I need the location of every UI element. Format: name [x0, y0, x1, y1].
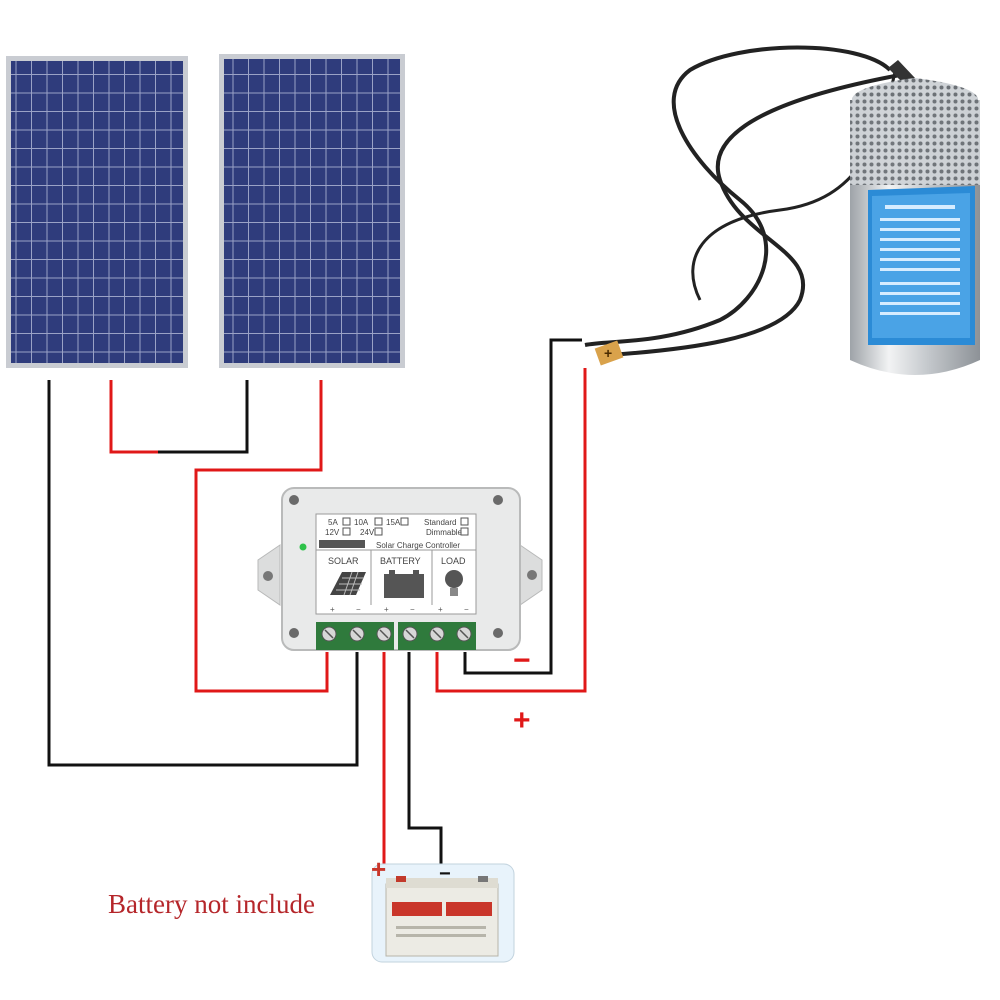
load-minus-mark: −: [513, 644, 531, 677]
solar-panel-icon: [330, 571, 366, 596]
status-led-icon: [299, 543, 307, 551]
terminal-sign-battery-plus: +: [384, 605, 389, 614]
battery-icon: [384, 570, 424, 598]
wire-panels-series-black: [158, 380, 249, 454]
pump-lead-plus-mark: +: [604, 345, 612, 361]
battery-plus-mark: +: [371, 854, 386, 884]
section-load-label: LOAD: [441, 556, 466, 566]
section-battery-label: BATTERY: [380, 556, 421, 566]
wire-solar-negative: [47, 380, 359, 767]
mount-hole-right: [527, 570, 537, 580]
section-solar-label: SOLAR: [328, 556, 359, 566]
wire-load-positive: [435, 368, 587, 693]
battery: + −: [371, 854, 515, 963]
mount-hole-left: [263, 571, 273, 581]
solar-panel-right: [219, 54, 405, 368]
option-10a: 10A: [354, 518, 369, 527]
wire-battery-negative: [407, 652, 443, 880]
battery-minus-mark: −: [439, 863, 451, 885]
screw-icon: [493, 495, 503, 505]
option-dimmable: Dimmable: [426, 528, 463, 537]
terminal-block: [316, 622, 476, 650]
option-15a: 15A: [386, 518, 401, 527]
screw-icon: [289, 495, 299, 505]
screw-icon: [289, 628, 299, 638]
terminal-sign-load-minus: −: [464, 605, 469, 614]
terminal-sign-battery-minus: −: [410, 605, 415, 614]
option-standard: Standard: [424, 518, 456, 527]
charge-controller: 5A 10A 15A 12V 24V Standard Dimmable Sol…: [257, 487, 543, 651]
terminal-sign-solar-plus: +: [330, 605, 335, 614]
pump-lead-plus-tag: +: [594, 340, 624, 366]
option-24v: 24V: [360, 528, 375, 537]
load-plus-mark: +: [513, 704, 531, 737]
submersible-pump: +: [584, 45, 980, 375]
option-12v: 12V: [325, 528, 340, 537]
light-bulb-icon: [445, 570, 463, 596]
solar-panel-left: [6, 56, 188, 368]
wire-solar-positive: [194, 380, 329, 693]
controller-title: Solar Charge Controller: [376, 541, 460, 550]
wire-load-negative: [463, 338, 582, 675]
option-5a: 5A: [328, 518, 338, 527]
wire-panels-series-red: [109, 380, 158, 454]
terminal-sign-solar-minus: −: [356, 605, 361, 614]
battery-caption: Battery not include: [108, 889, 315, 919]
screw-icon: [493, 628, 503, 638]
terminal-sign-load-plus: +: [438, 605, 443, 614]
